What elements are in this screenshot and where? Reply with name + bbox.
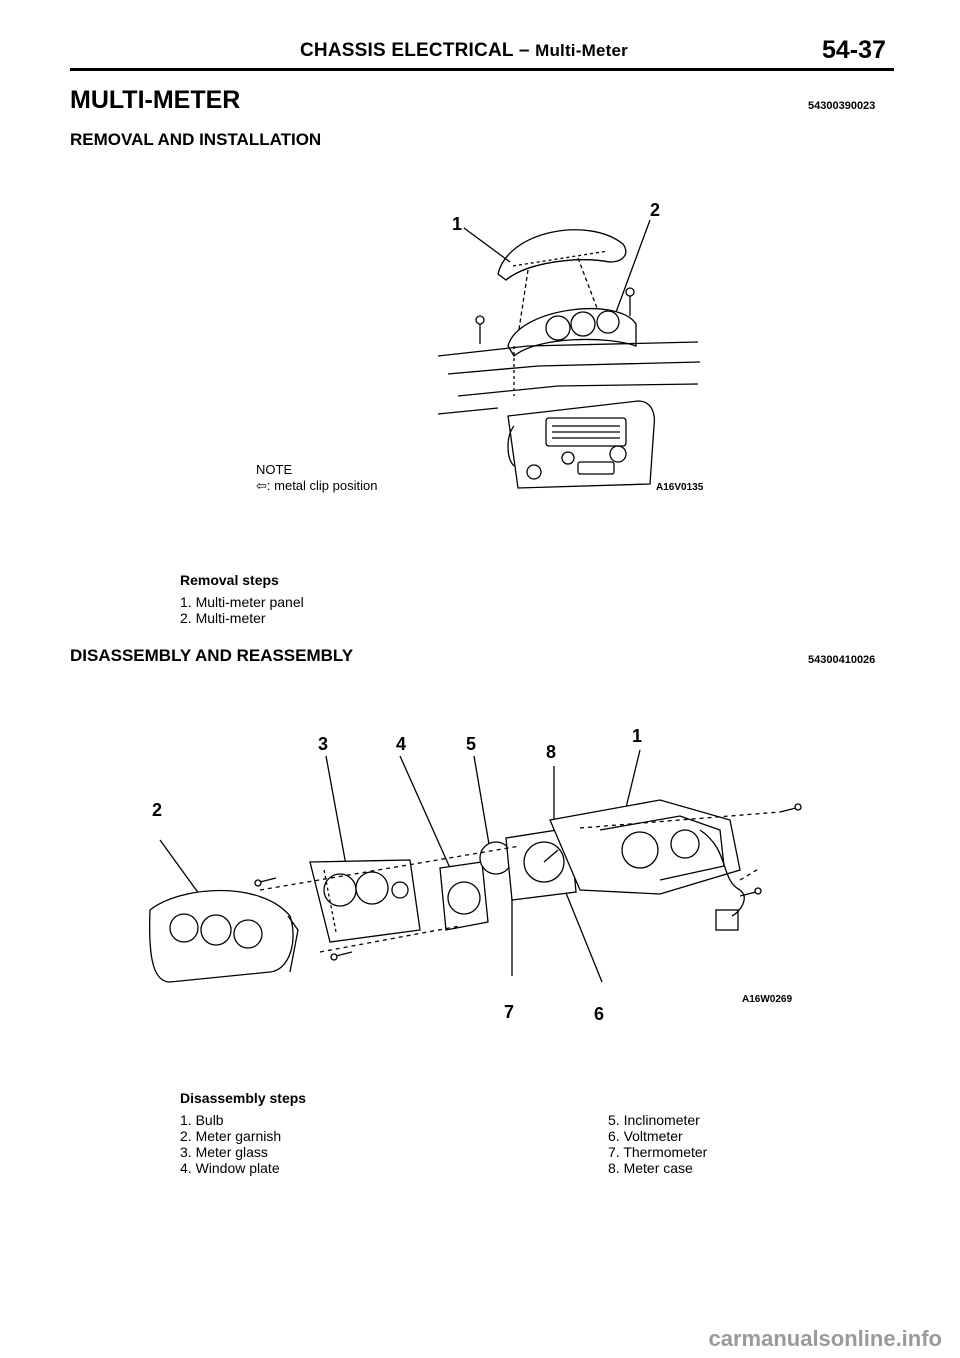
header-section: CHASSIS ELECTRICAL [300, 40, 514, 61]
removal-callout-2: 2 [650, 200, 661, 220]
disassembly-illustration [148, 749, 802, 983]
disassembly-callout-4: 4 [396, 734, 407, 754]
removal-illustration [437, 219, 701, 489]
screw-icon [330, 951, 353, 961]
disassembly-step: 1. Bulb [180, 1112, 224, 1128]
removal-leader-1 [463, 227, 511, 263]
disassembly-steps-left: 1. Bulb 2. Meter garnish 3. Meter glass … [180, 1112, 281, 1176]
disassembly-callout-2: 2 [152, 800, 163, 820]
screw-icon [779, 803, 802, 813]
header-divider [70, 68, 894, 71]
screw-icon [254, 877, 277, 887]
disassembly-step: 8. Meter case [608, 1160, 693, 1176]
header-subsection: Multi-Meter [535, 41, 628, 60]
disassembly-callout-8: 8 [546, 742, 557, 762]
removal-figure-id: A16V0135 [656, 482, 704, 493]
removal-heading: REMOVAL AND INSTALLATION [70, 130, 322, 149]
disassembly-steps-right: 5. Inclinometer 6. Voltmeter 7. Thermome… [608, 1112, 707, 1176]
removal-step: 2. Multi-meter [180, 610, 266, 626]
removal-steps-title: Removal steps [180, 572, 279, 588]
page-number: 54-37 [822, 36, 886, 64]
disassembly-callout-7: 7 [504, 1002, 515, 1022]
disassembly-step: 7. Thermometer [608, 1144, 708, 1160]
disassembly-step: 5. Inclinometer [608, 1112, 700, 1128]
removal-steps-list: 1. Multi-meter panel 2. Multi-meter [180, 594, 304, 626]
removal-step: 1. Multi-meter panel [180, 594, 304, 610]
header-dash: – [518, 40, 530, 61]
disassembly-step: 3. Meter glass [180, 1144, 268, 1160]
screw-icon [475, 315, 485, 344]
header-title: CHASSIS ELECTRICAL – Multi-Meter [300, 40, 628, 62]
disassembly-code: 54300410026 [808, 654, 876, 666]
disassembly-figure-id: A16W0269 [742, 994, 793, 1005]
disassembly-callout-3: 3 [318, 734, 329, 754]
disassembly-callout-1: 1 [632, 726, 643, 746]
page-title: MULTI-METER [70, 86, 241, 114]
disassembly-step: 4. Window plate [180, 1160, 280, 1176]
screw-icon [739, 887, 762, 897]
figure-note: ⇦: metal clip position [256, 478, 377, 494]
disassembly-step: 6. Voltmeter [608, 1128, 683, 1144]
arrow-left-icon: ⇦ [256, 478, 267, 493]
disassembly-heading: DISASSEMBLY AND REASSEMBLY [70, 646, 354, 665]
disassembly-steps-title: Disassembly steps [180, 1090, 307, 1106]
watermark: carmanualsonline.info [708, 1326, 943, 1351]
disassembly-step: 2. Meter garnish [180, 1128, 282, 1144]
figure-note-text: : metal clip position [266, 478, 378, 493]
screw-icon [625, 287, 635, 316]
disassembly-callout-5: 5 [466, 734, 477, 754]
figure-note-title: NOTE [256, 462, 293, 477]
removal-callout-1: 1 [452, 214, 463, 234]
title-code: 54300390023 [808, 100, 876, 112]
disassembly-callout-6: 6 [594, 1004, 605, 1024]
